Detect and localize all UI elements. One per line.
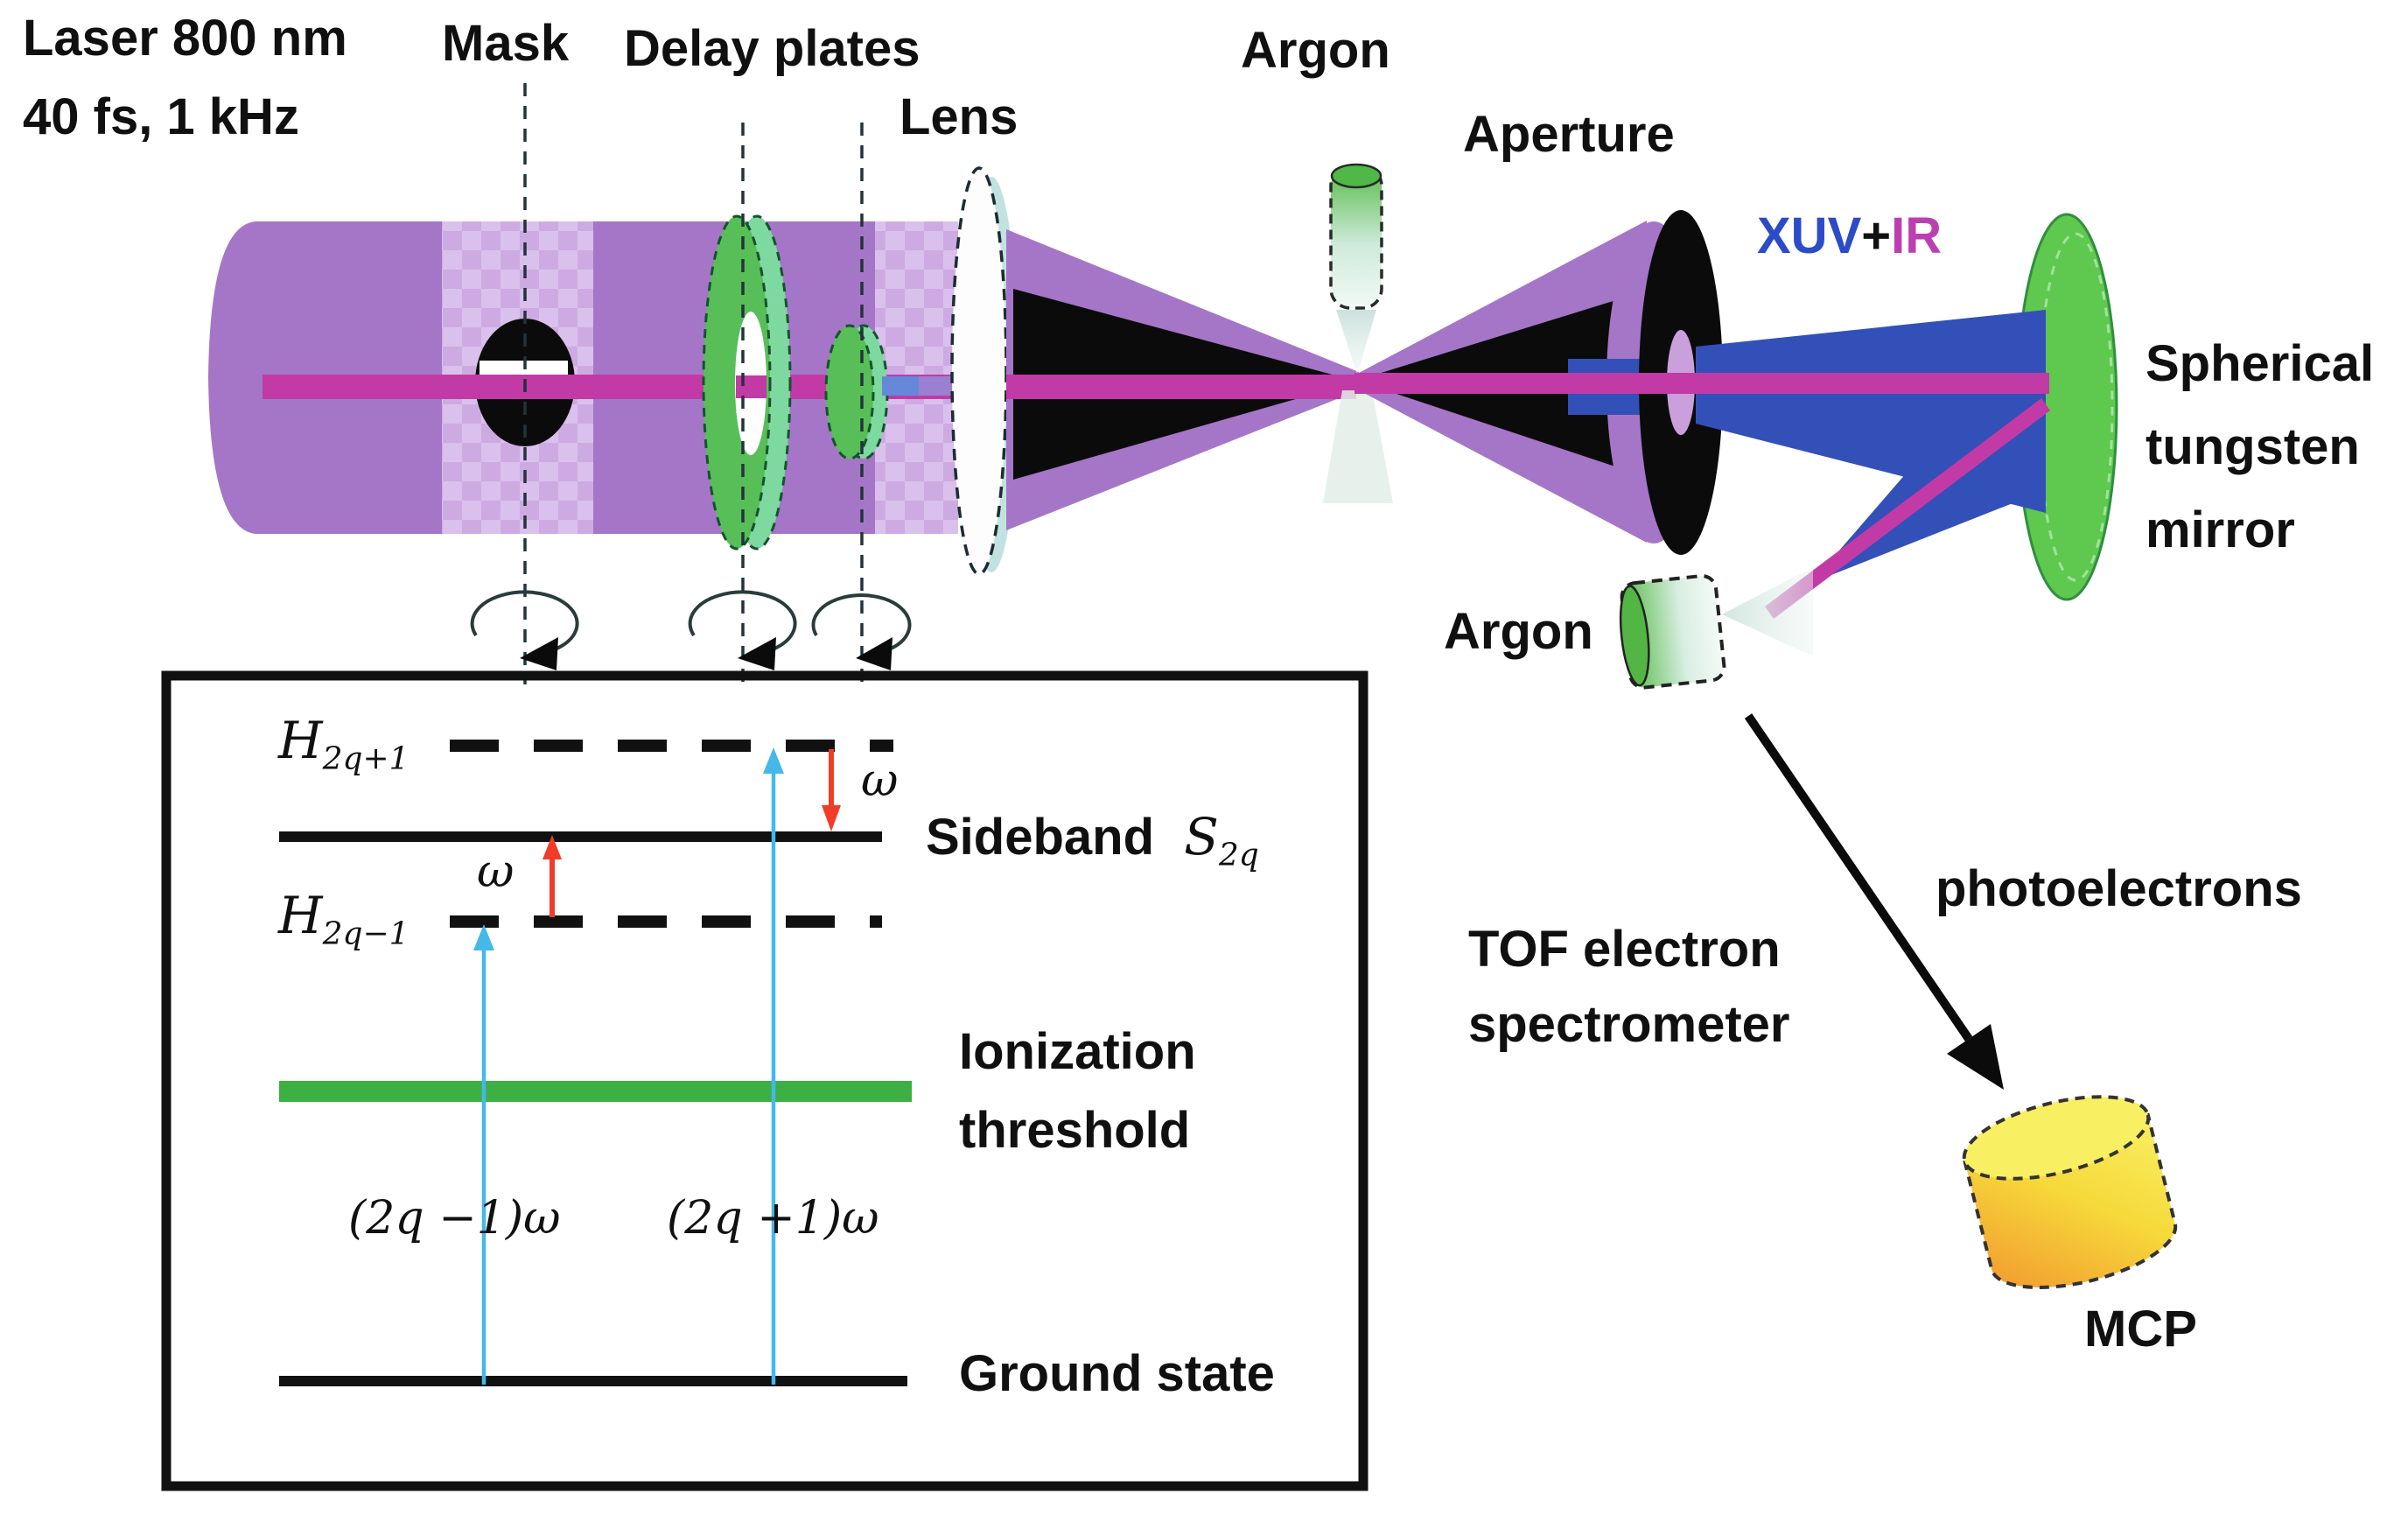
plus-text: + xyxy=(1861,207,1892,264)
lens-optic xyxy=(950,166,1018,576)
photoelectrons-label: photoelectrons xyxy=(1936,860,2302,917)
mcp-detector xyxy=(1962,1095,2178,1289)
laser-title-line1: Laser 800 nm xyxy=(23,10,347,67)
ground-state-label: Ground state xyxy=(959,1345,1275,1402)
photoelectron-arrow xyxy=(1744,713,2004,1090)
transition-left-label: (2q −1)ω xyxy=(348,1192,561,1245)
delay-plates-label: Delay plates xyxy=(624,20,920,77)
ir-core-focusing xyxy=(1006,375,1356,399)
ir-text: IR xyxy=(1891,207,1942,264)
xuv-transition-arrow-left xyxy=(473,924,494,1385)
argon-top-label: Argon xyxy=(1241,22,1390,79)
ir-core-to-mirror xyxy=(1354,373,2049,394)
mirror-label: Spherical tungsten mirror xyxy=(2146,335,2375,558)
delay-plate-2 xyxy=(824,324,889,460)
omega-right-label: ω xyxy=(861,754,899,807)
xuv-transition-arrow-right xyxy=(763,747,784,1385)
delay-plate-1 xyxy=(702,214,792,551)
energy-diagram-box xyxy=(161,670,1368,1491)
h-upper-label: H2q+1 xyxy=(278,711,410,777)
xuv-text: XUV xyxy=(1757,207,1862,264)
rotation-arrow-plate1 xyxy=(688,590,797,670)
ionization-label-line1: Ionization xyxy=(959,1023,1196,1080)
rotation-arrow-plate2 xyxy=(811,593,912,670)
gas-cone-top xyxy=(1336,310,1376,375)
ir-omega-arrow-up xyxy=(542,835,562,917)
lens-label: Lens xyxy=(900,88,1018,145)
core-blue-segment xyxy=(882,376,919,396)
argon-bottom-label: Argon xyxy=(1444,603,1593,660)
rotation-arrow-mask xyxy=(470,590,579,670)
aperture-label: Aperture xyxy=(1463,106,1675,163)
ir-core-reflected xyxy=(1765,398,2050,619)
argon-jet-bottom xyxy=(1619,574,1726,690)
laser-title-line2: 40 fs, 1 kHz xyxy=(23,88,299,145)
gas-plume-below-focus xyxy=(1323,390,1393,503)
argon-jet-top xyxy=(1329,163,1383,375)
sideband-label: Sideband S2q xyxy=(926,807,1259,873)
xuv-ir-label: XUV+IR xyxy=(1757,207,1942,265)
ionization-label-line2: threshold xyxy=(959,1102,1191,1159)
h-lower-label: H2q−1 xyxy=(278,886,410,952)
gas-cone-bottom xyxy=(1722,567,1813,656)
tof-label: TOF electron spectrometer xyxy=(1468,921,1790,1053)
transition-right-label: (2q +1)ω xyxy=(667,1192,879,1245)
mcp-label: MCP xyxy=(2084,1301,2197,1357)
ir-omega-arrow-down xyxy=(822,749,841,831)
mask-label: Mask xyxy=(442,15,570,72)
omega-left-label: ω xyxy=(477,845,514,898)
